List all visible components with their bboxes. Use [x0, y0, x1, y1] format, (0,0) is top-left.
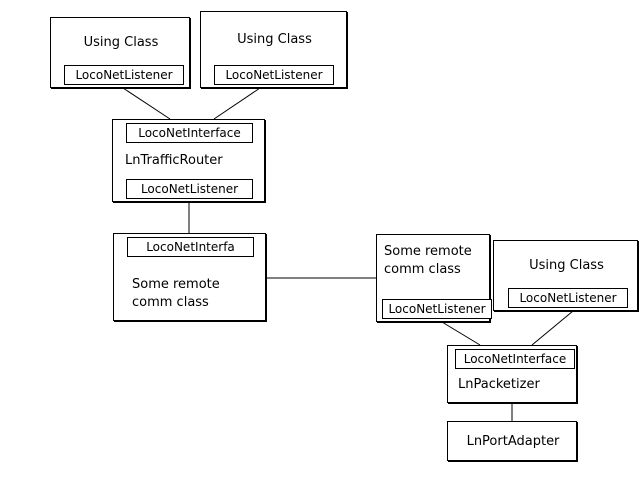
- remote-comm-left-interface-label: LocoNetInterfa: [146, 240, 235, 254]
- using-class-3-listener-box[interactable]: LocoNetListener: [508, 288, 628, 308]
- port-adapter-class-name: LnPortAdapter: [466, 434, 560, 449]
- remote-comm-right-body-line-2: comm class: [384, 262, 461, 277]
- node-using-class-2[interactable]: Using Class LocoNetListener: [200, 11, 347, 88]
- packetizer-interface-label: LocoNetInterface: [463, 352, 567, 366]
- remote-comm-left-body-line-1: Some remote: [132, 277, 220, 292]
- using-class-1-title: Using Class: [83, 35, 159, 50]
- node-using-class-1[interactable]: Using Class LocoNetListener: [50, 17, 190, 88]
- link-usingclass1-to-trafficrouter: [122, 87, 171, 120]
- link-usingclass2-to-trafficrouter: [213, 87, 261, 120]
- node-ln-port-adapter[interactable]: LnPortAdapter: [447, 421, 577, 461]
- using-class-2-listener-box[interactable]: LocoNetListener: [214, 65, 334, 85]
- link-remotecomm-right-to-packetizer: [441, 321, 481, 346]
- node-ln-packetizer[interactable]: LocoNetInterface LnPacketizer: [447, 345, 577, 403]
- traffic-router-class-name: LnTrafficRouter: [125, 153, 223, 168]
- traffic-router-interface-box[interactable]: LocoNetInterface: [126, 123, 253, 143]
- remote-comm-right-listener-label: LocoNetListener: [388, 302, 486, 316]
- traffic-router-listener-box[interactable]: LocoNetListener: [126, 179, 253, 199]
- remote-comm-right-listener-box[interactable]: LocoNetListener: [382, 299, 492, 319]
- traffic-router-interface-label: LocoNetInterface: [138, 126, 241, 140]
- node-remote-comm-left[interactable]: LocoNetInterfa Some remote comm class: [113, 233, 266, 321]
- packetizer-class-name: LnPacketizer: [458, 377, 540, 392]
- using-class-2-listener-label: LocoNetListener: [225, 68, 323, 82]
- node-ln-traffic-router[interactable]: LocoNetInterface LnTrafficRouter LocoNet…: [112, 119, 265, 202]
- using-class-2-title: Using Class: [237, 32, 312, 47]
- using-class-3-listener-label: LocoNetListener: [519, 291, 617, 305]
- remote-comm-right-body-line-1: Some remote: [384, 244, 472, 259]
- packetizer-interface-box[interactable]: LocoNetInterface: [455, 349, 575, 369]
- traffic-router-listener-label: LocoNetListener: [140, 182, 239, 196]
- using-class-1-listener-box[interactable]: LocoNetListener: [64, 65, 184, 85]
- node-using-class-3[interactable]: Using Class LocoNetListener: [493, 240, 638, 311]
- remote-comm-left-interface-box[interactable]: LocoNetInterfa: [127, 237, 254, 257]
- using-class-3-title: Using Class: [529, 258, 604, 273]
- link-usingclass3-to-packetizer: [531, 310, 574, 346]
- node-remote-comm-right[interactable]: Some remote comm class LocoNetListener: [376, 234, 492, 322]
- remote-comm-left-body-line-2: comm class: [132, 295, 209, 310]
- using-class-1-listener-label: LocoNetListener: [75, 68, 173, 82]
